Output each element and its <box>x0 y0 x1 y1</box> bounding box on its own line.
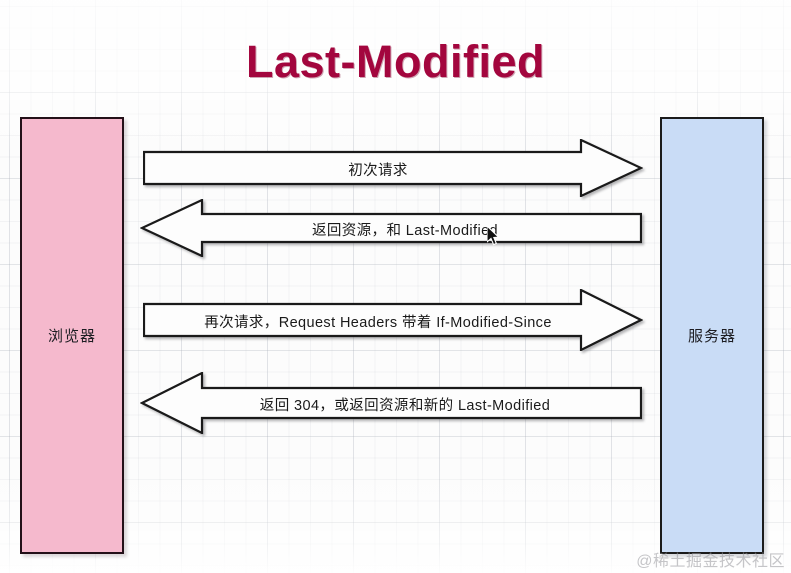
actor-box-server: 服务器 <box>660 117 764 554</box>
actor-label-browser: 浏览器 <box>47 328 96 345</box>
page-title: Last-Modified <box>246 36 545 87</box>
message-label-return-304: 返回 304，或返回资源和新的 Last-Modified <box>259 398 551 414</box>
message-label-second-request: 再次请求，Request Headers 带着 If-Modified-Sinc… <box>204 315 552 331</box>
message-arrow-second-request <box>143 289 643 351</box>
message-arrow-return-resource <box>140 199 642 257</box>
actor-label-server: 服务器 <box>687 328 736 345</box>
watermark-text: @稀土掘金技术社区 <box>636 553 785 570</box>
mouse-cursor-icon <box>486 224 501 247</box>
message-label-return-resource: 返回资源，和 Last-Modified <box>311 223 499 239</box>
message-arrow-return-304 <box>140 372 642 434</box>
actor-box-browser: 浏览器 <box>20 117 124 554</box>
message-label-first-request: 初次请求 <box>348 163 408 179</box>
message-arrow-first-request <box>143 139 643 197</box>
